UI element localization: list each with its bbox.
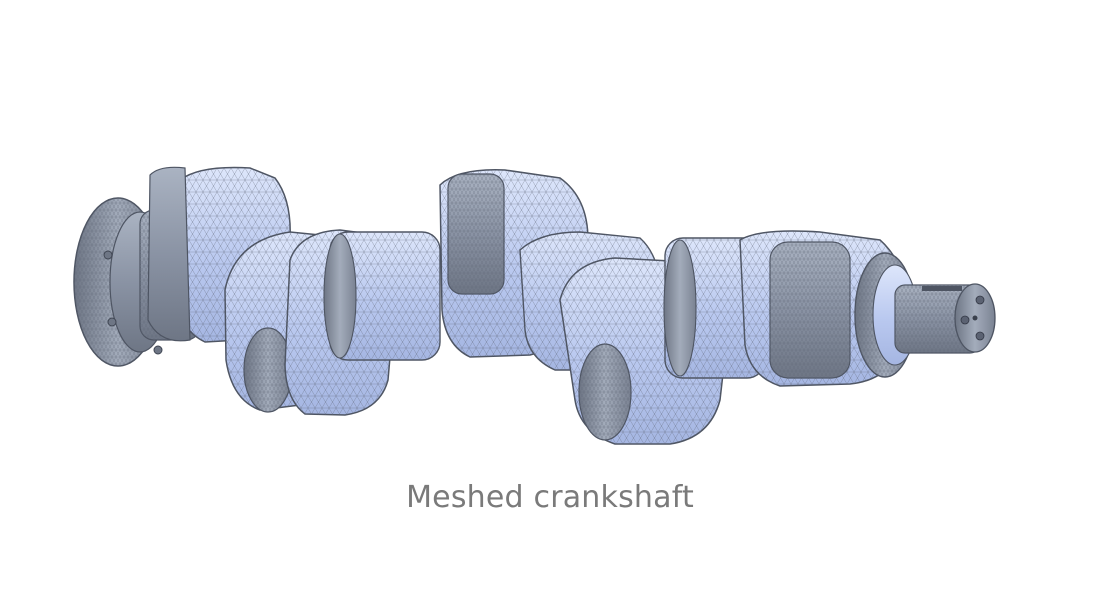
figure-caption: Meshed crankshaft: [406, 480, 694, 515]
front-snout: [894, 283, 996, 354]
main-journal-2: [323, 231, 441, 361]
main-journal-4: [663, 237, 766, 379]
